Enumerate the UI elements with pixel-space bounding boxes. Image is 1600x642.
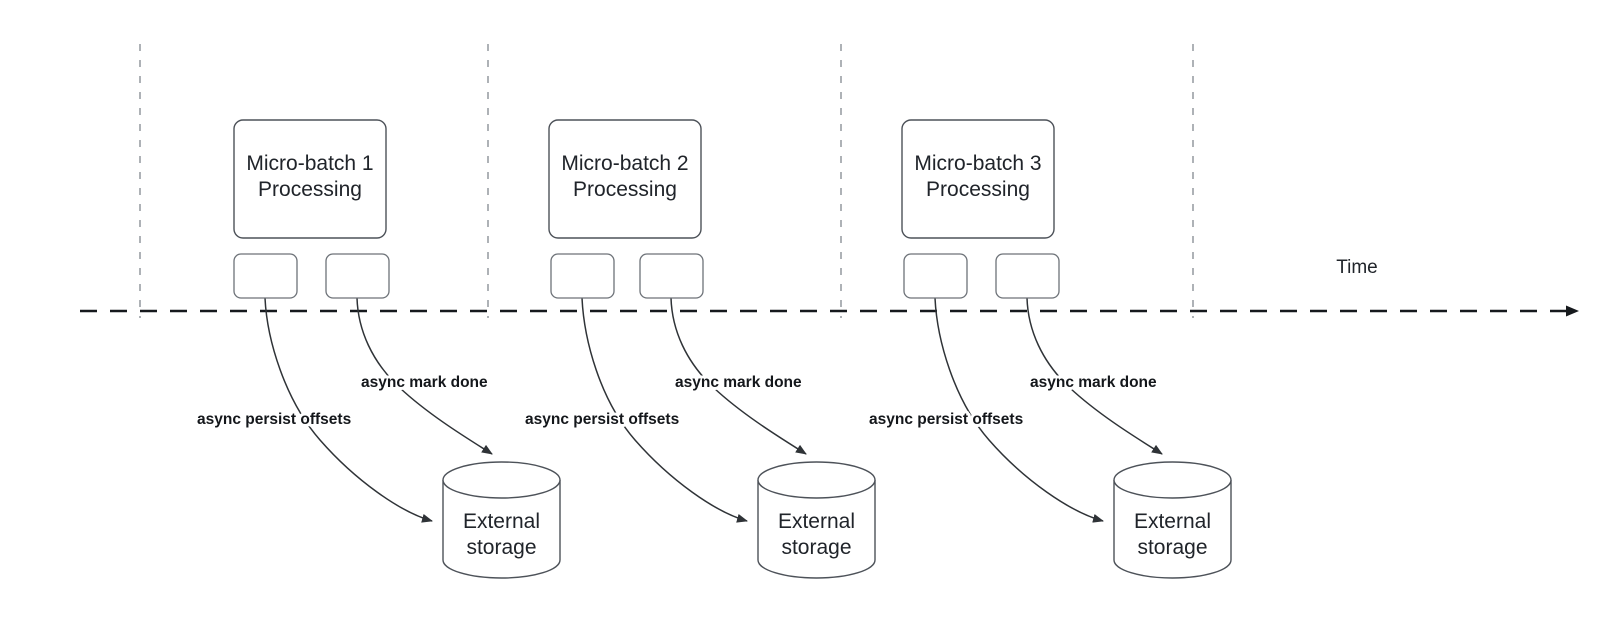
edge-mark-done-label-halo-3: async mark done: [1030, 374, 1157, 391]
cylinder-top-2: [757, 461, 876, 499]
edge-persist-offsets-label-1: async persist offsets: [197, 411, 351, 428]
batch-box-2[interactable]: [548, 119, 702, 239]
edge-mark-done-2: [670, 297, 807, 455]
cylinder-body-2: [757, 480, 876, 579]
edge-mark-done-3: [1026, 297, 1163, 455]
edge-persist-offsets-label-3: async persist offsets: [869, 411, 1023, 428]
external-storage-1[interactable]: [442, 461, 561, 579]
task-box-persist-3[interactable]: [903, 253, 968, 299]
batch-label-line2-2: Processing: [573, 178, 677, 201]
task-box-mark-2[interactable]: [639, 253, 704, 299]
batch-label-line2-3: Processing: [926, 178, 1030, 201]
edge-mark-done-label-2: async mark done: [675, 374, 802, 391]
cylinder-top-1: [442, 461, 561, 499]
storage-label-line2-1: storage: [466, 536, 536, 559]
external-storage-2[interactable]: [757, 461, 876, 579]
cylinder-top-3: [1113, 461, 1232, 499]
edge-persist-offsets-2: [581, 297, 748, 523]
external-storage-3[interactable]: [1113, 461, 1232, 579]
tick-lines-group: [139, 44, 1194, 318]
storage-label-line1-1: External: [463, 510, 540, 533]
batch-box-3[interactable]: [901, 119, 1055, 239]
batch-label-line1-3: Micro-batch 3: [914, 152, 1041, 175]
batch-label-line1-1: Micro-batch 1: [246, 152, 373, 175]
storage-label-line2-3: storage: [1137, 536, 1207, 559]
task-box-mark-1[interactable]: [325, 253, 390, 299]
time-axis-label: Time: [1336, 257, 1378, 278]
cylinder-body-1: [442, 480, 561, 579]
edge-mark-done-label-1: async mark done: [361, 374, 488, 391]
storage-label-line1-2: External: [778, 510, 855, 533]
nodes-group: [233, 119, 1232, 579]
edge-mark-done-1: [356, 297, 493, 455]
edges-group: [264, 297, 1163, 523]
storage-label-line1-3: External: [1134, 510, 1211, 533]
task-box-mark-3[interactable]: [995, 253, 1060, 299]
edge-mark-done-label-3: async mark done: [1030, 374, 1157, 391]
cylinder-body-3: [1113, 480, 1232, 579]
task-box-persist-1[interactable]: [233, 253, 298, 299]
edge-persist-offsets-label-2: async persist offsets: [525, 411, 679, 428]
edge-persist-offsets-label-halo-1: async persist offsets: [197, 411, 351, 428]
batch-label-line2-1: Processing: [258, 178, 362, 201]
edge-mark-done-label-halo-2: async mark done: [675, 374, 802, 391]
batch-box-1[interactable]: [233, 119, 387, 239]
batch-label-line1-2: Micro-batch 2: [561, 152, 688, 175]
edge-persist-offsets-label-halo-3: async persist offsets: [869, 411, 1023, 428]
edge-persist-offsets-3: [934, 297, 1104, 523]
task-box-persist-2[interactable]: [550, 253, 615, 299]
edge-persist-offsets-label-halo-2: async persist offsets: [525, 411, 679, 428]
edge-persist-offsets-1: [264, 297, 433, 523]
storage-label-line2-2: storage: [781, 536, 851, 559]
edge-mark-done-label-halo-1: async mark done: [361, 374, 488, 391]
